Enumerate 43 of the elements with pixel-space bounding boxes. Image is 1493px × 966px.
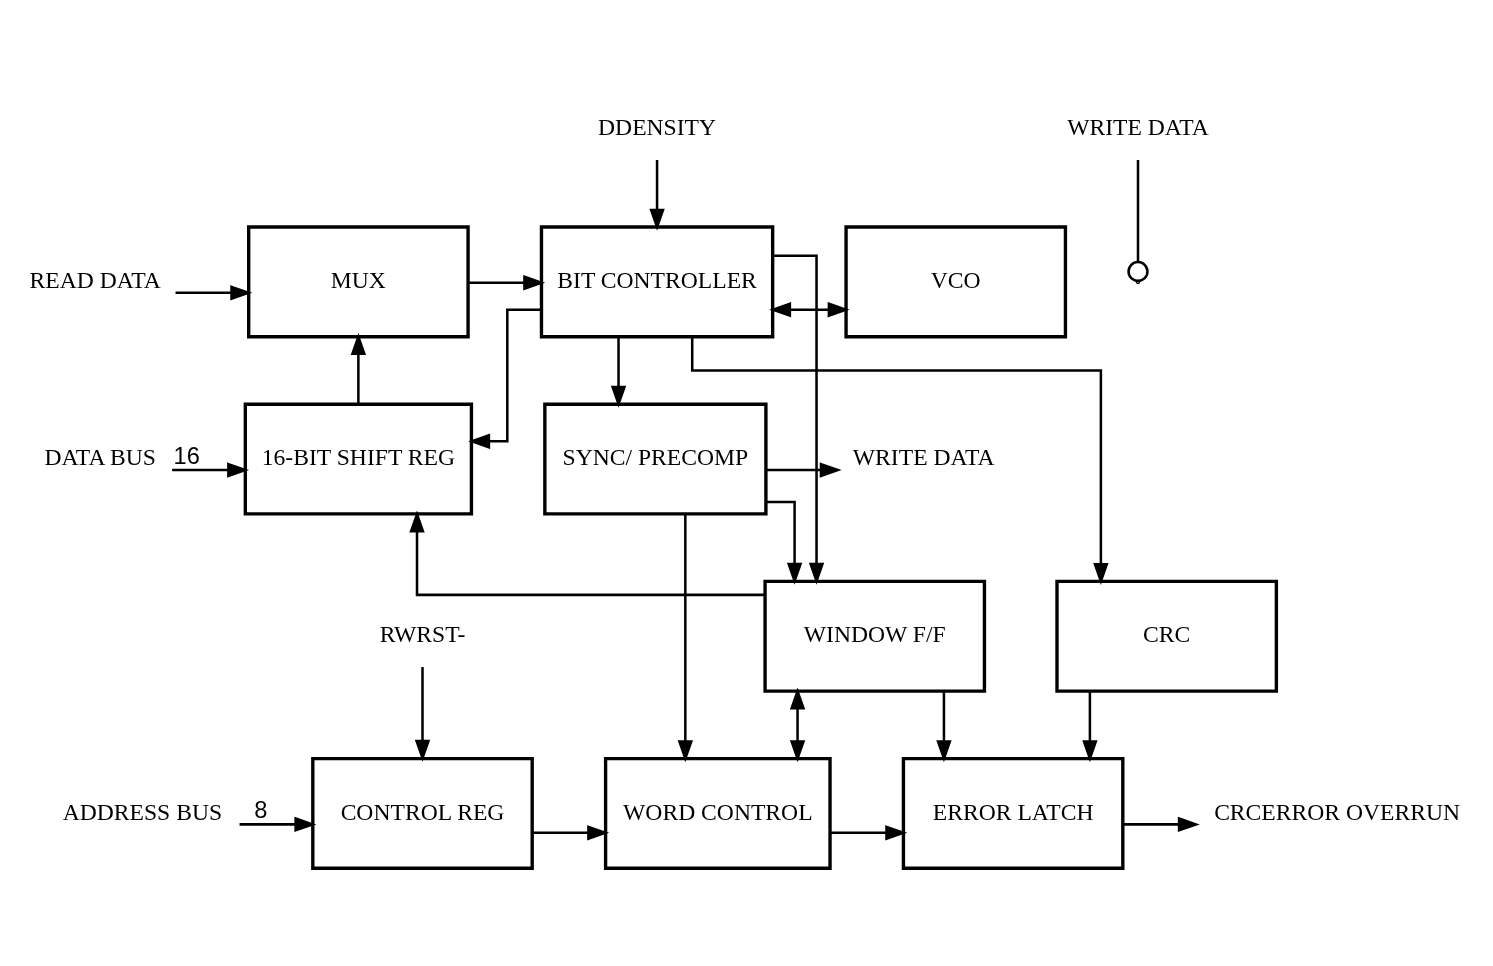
arrow: [1122, 816, 1200, 832]
arrow: [610, 336, 627, 408]
node-text: ADDRESS BUS: [62, 798, 223, 825]
node-box: SYNC/ PRECOMP: [543, 402, 768, 516]
node-text: WRITE DATA: [1067, 113, 1209, 140]
node-box: VCO: [844, 224, 1068, 338]
node-text: READ DATA: [29, 266, 161, 293]
arrow: [649, 159, 665, 231]
connector: [1136, 159, 1140, 262]
arrow: [172, 461, 250, 478]
node-box: WORD CONTROL: [603, 756, 832, 870]
arrow: [690, 336, 1109, 585]
node-text: DATA BUS: [44, 443, 156, 470]
arrow: [532, 824, 610, 840]
node-box: ERROR LATCH: [901, 756, 1125, 870]
node-box: MUX: [247, 224, 470, 338]
arrow: [766, 461, 842, 478]
arrow: [468, 307, 542, 449]
arrow: [677, 513, 693, 762]
edge-label: 8: [254, 796, 268, 823]
arrow: [830, 824, 908, 840]
arrow: [409, 509, 765, 596]
arrow: [350, 332, 367, 404]
arrow: [239, 816, 317, 832]
arrow: [1082, 690, 1098, 762]
node-box: 16-BIT SHIFT REG: [243, 402, 474, 516]
arrow: [766, 500, 803, 585]
node-box: CRC: [1055, 579, 1279, 693]
node-box: BIT CONTROLLER: [539, 224, 775, 338]
node-text: RWRST-: [379, 620, 466, 647]
node-box: CONTROL REG: [311, 756, 534, 870]
node-text: DDENSITY: [598, 113, 717, 140]
arrow: [772, 253, 825, 585]
arrow: [468, 274, 546, 290]
edge-label: 16: [173, 442, 200, 469]
arrow: [936, 690, 952, 762]
arrow: [789, 687, 806, 762]
node-box: WINDOW F/F: [763, 579, 987, 693]
arrow: [769, 301, 850, 317]
arrow: [414, 666, 431, 762]
arrow: [175, 284, 253, 300]
node-text: WRITE DATA: [852, 443, 995, 470]
node-text: CRCERROR OVERRUN: [1214, 798, 1461, 825]
